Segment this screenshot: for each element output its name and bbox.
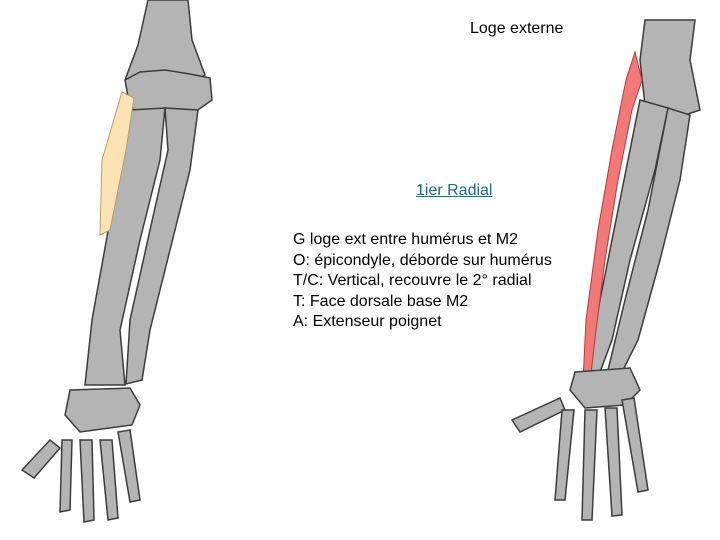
right-wrist-hand [512,368,648,520]
description-line: G loge ext entre humérus et M2 [293,230,552,251]
section-title: Loge externe [470,20,563,38]
description-line: A: Extenseur poignet [293,312,552,333]
muscle-name-link[interactable]: 1ier Radial [416,182,492,200]
description-line: T: Face dorsale base M2 [293,292,552,313]
description-line: O: épicondyle, déborde sur humérus [293,251,552,272]
description-line: T/C: Vertical, recouvre le 2° radial [293,271,552,292]
muscle-description: G loge ext entre humérus et M2 O: épicon… [293,230,552,333]
